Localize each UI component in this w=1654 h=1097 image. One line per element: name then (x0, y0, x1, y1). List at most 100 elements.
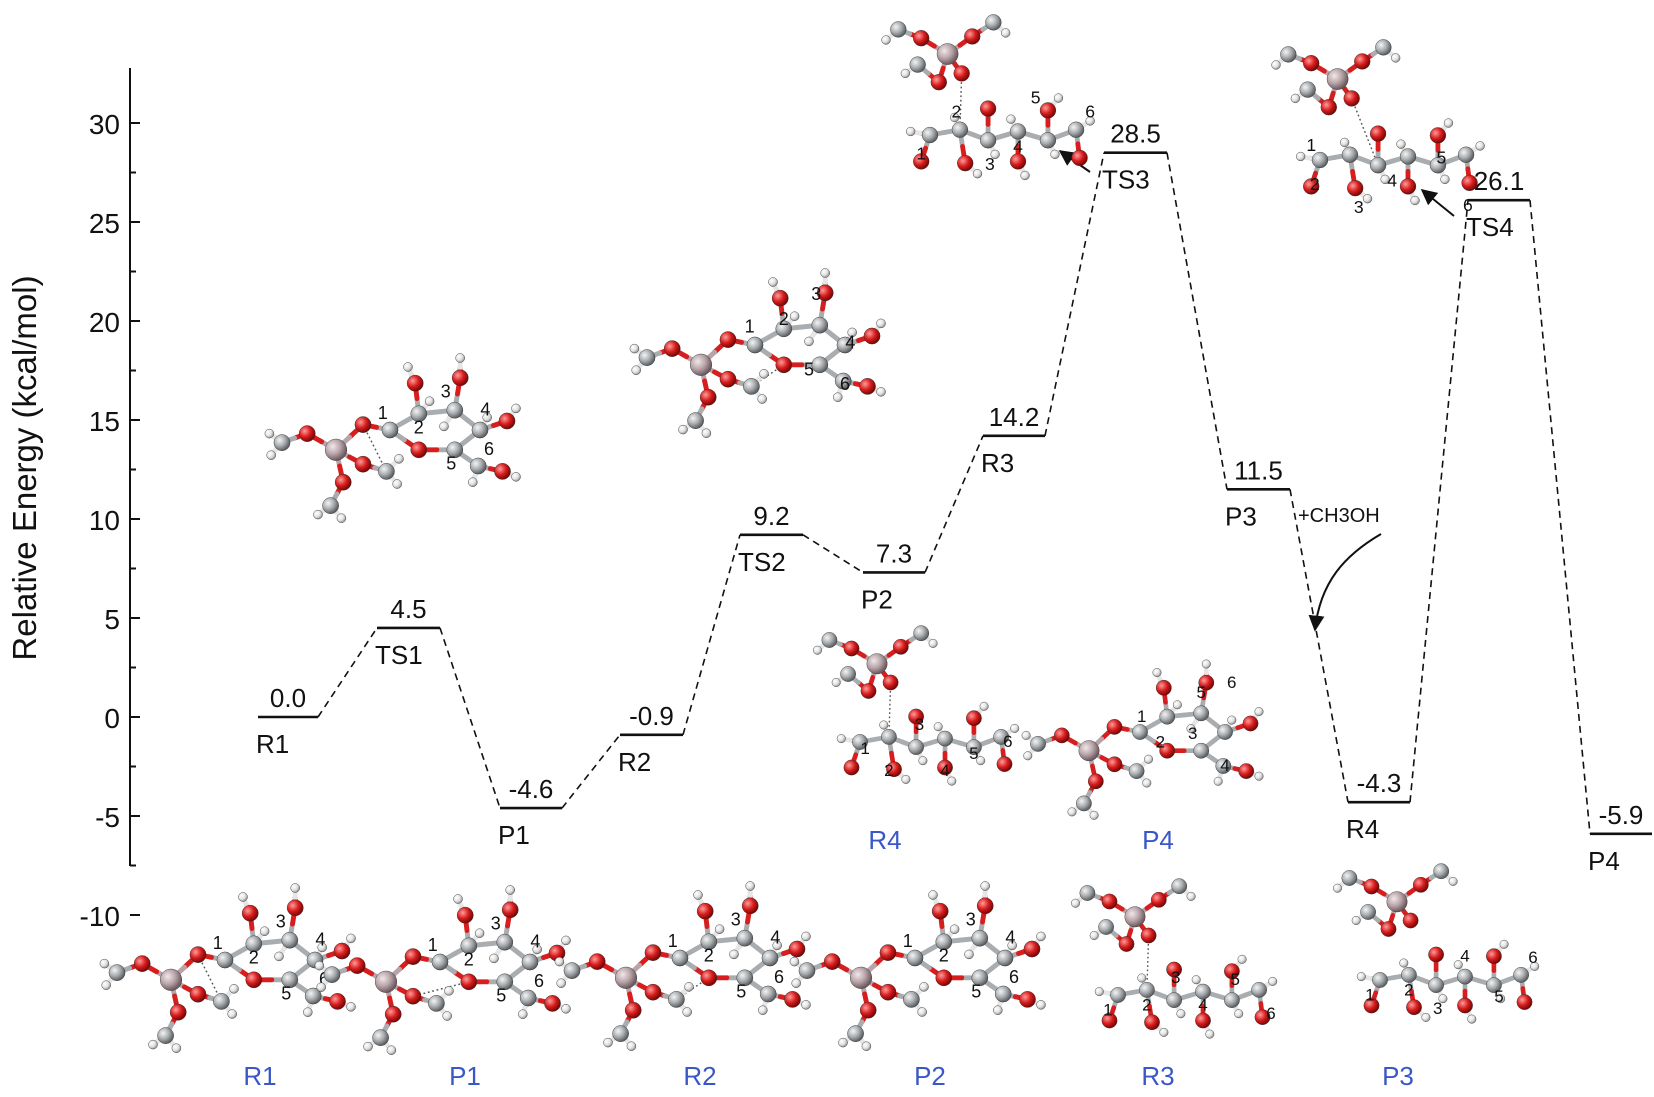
y-axis-label: Relative Energy (kcal/mol) (6, 275, 43, 660)
level-label-p1: P1 (498, 820, 530, 850)
level-value-r2: -0.9 (629, 701, 674, 731)
level-label-r4: R4 (1346, 814, 1379, 844)
svg-text:5: 5 (971, 982, 981, 1002)
svg-text:3: 3 (1354, 197, 1364, 217)
svg-text:1: 1 (916, 144, 926, 164)
svg-text:4: 4 (1220, 756, 1229, 775)
svg-text:1: 1 (745, 316, 755, 336)
y-tick-label-8: 30 (89, 109, 120, 140)
svg-text:3: 3 (491, 914, 501, 934)
svg-text:1: 1 (1306, 135, 1316, 155)
svg-text:3: 3 (1433, 999, 1442, 1018)
level-label-p2: P2 (861, 584, 893, 614)
svg-text:1: 1 (428, 935, 438, 955)
level-value-ts1: 4.5 (390, 594, 426, 624)
connector-p2-r3 (924, 435, 984, 573)
level-label-ts4: TS4 (1466, 212, 1514, 242)
connector-r1-ts1 (317, 627, 378, 718)
connector-r2-ts2 (682, 534, 741, 736)
structure-label-p4: P4 (1142, 825, 1174, 855)
y-tick-label-6: 20 (89, 307, 120, 338)
level-value-r4: -4.3 (1357, 768, 1402, 798)
svg-text:3: 3 (1171, 968, 1180, 987)
svg-text:2: 2 (939, 946, 949, 966)
level-value-p2: 7.3 (876, 538, 912, 568)
svg-text:2: 2 (952, 101, 962, 121)
svg-text:2: 2 (884, 761, 893, 780)
level-value-p4: -5.9 (1599, 800, 1644, 830)
svg-text:2: 2 (414, 418, 424, 438)
level-value-ts4: 26.1 (1474, 166, 1525, 196)
svg-text:3: 3 (276, 912, 286, 932)
svg-text:5: 5 (446, 454, 456, 474)
connector-lines (317, 152, 1591, 834)
ts4-pointer-arrow (1420, 188, 1455, 217)
y-tick-label-4: 10 (89, 505, 120, 536)
connector-ts2-p2 (802, 534, 864, 574)
level-label-ts1: TS1 (375, 640, 423, 670)
svg-text:1: 1 (1103, 1000, 1112, 1019)
structure-label-p3: P3 (1382, 1061, 1414, 1091)
svg-text:5: 5 (736, 982, 746, 1002)
structure-label-r3: R3 (1141, 1061, 1174, 1091)
svg-text:2: 2 (779, 309, 789, 329)
svg-text:4: 4 (940, 761, 949, 780)
connector-r3-ts3 (1044, 152, 1105, 437)
structure-label-r2: R2 (683, 1061, 716, 1091)
svg-text:4: 4 (1198, 995, 1207, 1014)
svg-text:4: 4 (1460, 946, 1469, 965)
svg-text:6: 6 (534, 971, 544, 991)
svg-text:6: 6 (1463, 195, 1473, 215)
svg-text:2: 2 (1142, 995, 1151, 1014)
level-value-r3: 14.2 (989, 402, 1040, 432)
reagent-annotation: +CH3OH (1298, 505, 1382, 632)
svg-text:2: 2 (249, 948, 259, 968)
svg-text:3: 3 (915, 715, 924, 734)
y-tick-label-7: 25 (89, 208, 120, 239)
svg-text:4: 4 (1387, 170, 1397, 190)
svg-text:5: 5 (1031, 87, 1041, 107)
svg-text:1: 1 (1137, 707, 1146, 726)
svg-text:3: 3 (731, 910, 741, 930)
connector-r4-ts4 (1409, 200, 1469, 803)
svg-text:1: 1 (378, 403, 388, 423)
level-value-p3: 11.5 (1234, 455, 1283, 485)
level-value-ts2: 9.2 (753, 501, 789, 531)
svg-text:2: 2 (464, 950, 474, 970)
svg-text:6: 6 (319, 969, 329, 989)
svg-text:2: 2 (1156, 732, 1165, 751)
y-tick-label-0: -10 (80, 901, 120, 932)
svg-text:1: 1 (213, 933, 223, 953)
y-tick-label-2: 0 (104, 703, 120, 734)
y-tick-label-5: 15 (89, 406, 120, 437)
svg-text:4: 4 (1005, 928, 1015, 948)
svg-text:6: 6 (1085, 101, 1095, 121)
svg-text:6: 6 (840, 374, 850, 394)
svg-text:2: 2 (1310, 174, 1320, 194)
svg-text:4: 4 (1013, 137, 1023, 157)
svg-text:5: 5 (1437, 148, 1447, 168)
svg-text:3: 3 (966, 910, 976, 930)
svg-text:6: 6 (1227, 673, 1236, 692)
svg-text:5: 5 (1231, 970, 1240, 989)
svg-text:5: 5 (969, 744, 978, 763)
molecule-ts4-upper: 1 2 3 4 5 6 (1271, 39, 1485, 217)
svg-text:5: 5 (804, 360, 814, 380)
svg-text:6: 6 (774, 967, 784, 987)
svg-text:1: 1 (860, 739, 869, 758)
level-value-p1: -4.6 (509, 774, 554, 804)
level-label-ts3: TS3 (1102, 165, 1150, 195)
svg-text:1: 1 (668, 931, 678, 951)
svg-text:2: 2 (1404, 980, 1413, 999)
level-value-ts3: 28.5 (1110, 119, 1161, 149)
